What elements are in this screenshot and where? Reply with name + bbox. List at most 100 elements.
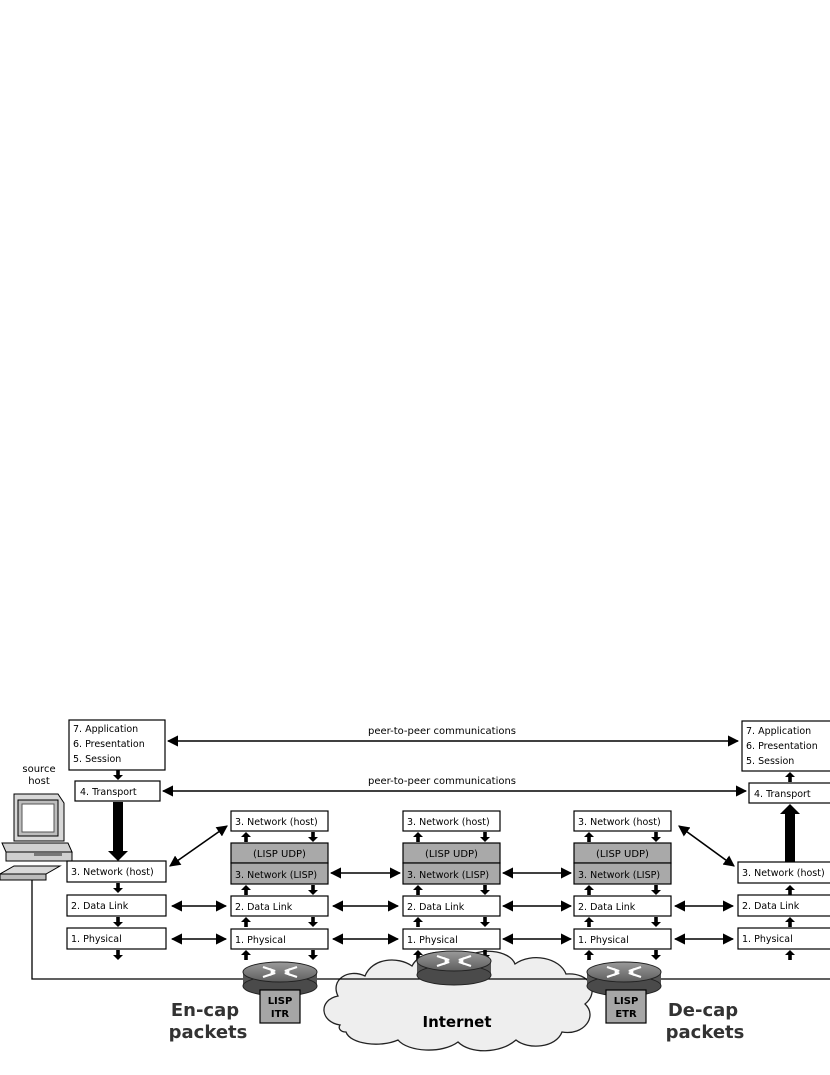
- thick-down-arrow-icon: [113, 802, 123, 852]
- down-arrow-icon: [113, 950, 123, 960]
- router-2-physical-label: 1. Physical: [578, 935, 629, 946]
- router-1-up-arrow-icon: [413, 885, 423, 895]
- source-application-label: 7. Application: [73, 724, 138, 735]
- router-1-datalink-box: [402, 895, 501, 917]
- router-2-datalink-label: 2. Data Link: [578, 902, 636, 913]
- router-2-down-arrow-icon: [651, 917, 661, 927]
- peer-to-peer-label-transport: peer-to-peer communications: [368, 776, 516, 787]
- router-0-physical-label: 1. Physical: [235, 935, 286, 946]
- router-0-down-arrow-icon: [308, 885, 318, 895]
- router-0-up-arrow-icon: [241, 885, 251, 895]
- itr-label-1: LISP: [268, 996, 293, 1007]
- router-0-up-arrow-icon: [241, 832, 251, 842]
- dest-transport-label: 4. Transport: [754, 789, 811, 800]
- router-2-up-arrow-icon: [584, 885, 594, 895]
- encap-label-2: packets: [169, 1022, 248, 1043]
- up-arrow-icon: [785, 885, 795, 895]
- source-session-label: 5. Session: [73, 754, 121, 765]
- router-2-host-network-box: [573, 810, 672, 832]
- router-1-host-network-box: [402, 810, 501, 832]
- down-arrow-icon: [113, 770, 123, 780]
- router-2-up-arrow-icon: [584, 832, 594, 842]
- router-0-datalink-box: [230, 895, 329, 917]
- down-arrow-icon: [113, 883, 123, 893]
- source-physical-label: 1. Physical: [71, 934, 122, 945]
- router-1-down-arrow-icon: [480, 917, 490, 927]
- router-2-up-arrow-icon: [584, 950, 594, 960]
- router-0-physical-box: [230, 928, 329, 950]
- dest-physical-label: 1. Physical: [742, 934, 793, 945]
- dest-datalink-box: [737, 894, 830, 917]
- router-0-up-arrow-icon: [241, 917, 251, 927]
- dest-upper-layers-box: [741, 720, 830, 772]
- dest-datalink-label: 2. Data Link: [742, 901, 800, 912]
- source-host-label-2: host: [28, 776, 50, 787]
- router-2-physical-box: [573, 928, 672, 950]
- core-router-icon: [415, 949, 493, 987]
- router-1-lisp-network-label: 3. Network (LISP): [407, 870, 489, 881]
- router-0-down-arrow-icon: [308, 950, 318, 960]
- dest-application-label: 7. Application: [746, 726, 811, 737]
- decap-label-2: packets: [666, 1022, 745, 1043]
- source-host-computer-icon: [0, 793, 73, 881]
- dest-network-label: 3. Network (host): [742, 868, 825, 879]
- router-2-lisp-network-box: [573, 862, 672, 885]
- router-0-lisp-network-label: 3. Network (LISP): [235, 870, 317, 881]
- router-0-lisp-udp-label: (LISP UDP): [253, 849, 306, 860]
- router-0-down-arrow-icon: [308, 832, 318, 842]
- dest-network-box: [737, 861, 830, 884]
- source-transport-box: [74, 780, 161, 802]
- itr-label-2: ITR: [271, 1009, 290, 1020]
- diag-arrow-right: [678, 825, 735, 867]
- router-2-lisp-network-label: 3. Network (LISP): [578, 870, 660, 881]
- dest-session-label: 5. Session: [746, 756, 794, 767]
- router-1-datalink-label: 2. Data Link: [407, 902, 465, 913]
- diag-arrow-left: [169, 825, 228, 867]
- itr-tag: [259, 989, 301, 1024]
- router-2-down-arrow-icon: [651, 832, 661, 842]
- dest-physical-box: [737, 927, 830, 950]
- source-stack: 7. Application 6. Presentation 5. Sessio…: [66, 719, 167, 960]
- dest-presentation-label: 6. Presentation: [746, 741, 818, 752]
- router-1-physical-label: 1. Physical: [407, 935, 458, 946]
- router-2-up-arrow-icon: [584, 917, 594, 927]
- horizontal-arrows: [170, 867, 735, 945]
- router-0-lisp-network-box: [230, 862, 329, 885]
- router-1-lisp-udp-label: (LISP UDP): [425, 849, 478, 860]
- encap-label-1: En-cap: [171, 1000, 239, 1021]
- source-network-box: [66, 860, 167, 883]
- router-1-down-arrow-icon: [480, 885, 490, 895]
- source-host-label-1: source: [22, 764, 55, 775]
- network-link-line: [31, 866, 830, 980]
- router-2-down-arrow-icon: [651, 950, 661, 960]
- up-arrow-icon: [785, 950, 795, 960]
- router-1-lisp-network-box: [402, 862, 501, 885]
- peer-to-peer-label-top: peer-to-peer communications: [368, 726, 516, 737]
- source-datalink-box: [66, 894, 167, 917]
- router-2-down-arrow-icon: [651, 885, 661, 895]
- router-2-lisp-udp-label: (LISP UDP): [596, 849, 649, 860]
- router-1-down-arrow-icon: [480, 832, 490, 842]
- source-transport-label: 4. Transport: [80, 787, 137, 798]
- source-datalink-label: 2. Data Link: [71, 901, 129, 912]
- down-arrow-icon: [113, 917, 123, 927]
- etr-label-2: ETR: [615, 1009, 637, 1020]
- router-2-datalink-box: [573, 895, 672, 917]
- decap-label-1: De-cap: [668, 1000, 738, 1021]
- router-stacks: 3. Network (host) (LISP UDP) 3. Network (L…: [230, 810, 672, 960]
- router-1-up-arrow-icon: [413, 832, 423, 842]
- destination-stack: 7. Application 6. Presentation 5. Sessio…: [737, 720, 830, 960]
- etr-label-1: LISP: [614, 996, 639, 1007]
- up-arrow-icon: [785, 772, 795, 782]
- up-arrow-icon: [785, 917, 795, 927]
- router-2-host-network-label: 3. Network (host): [578, 817, 661, 828]
- router-0-host-network-label: 3. Network (host): [235, 817, 318, 828]
- router-1-physical-box: [402, 928, 501, 950]
- router-1-host-network-label: 3. Network (host): [407, 817, 490, 828]
- dest-transport-box: [748, 782, 830, 804]
- router-0-host-network-box: [230, 810, 329, 832]
- router-0-up-arrow-icon: [241, 950, 251, 960]
- router-0-down-arrow-icon: [308, 917, 318, 927]
- etr-tag: [605, 989, 647, 1024]
